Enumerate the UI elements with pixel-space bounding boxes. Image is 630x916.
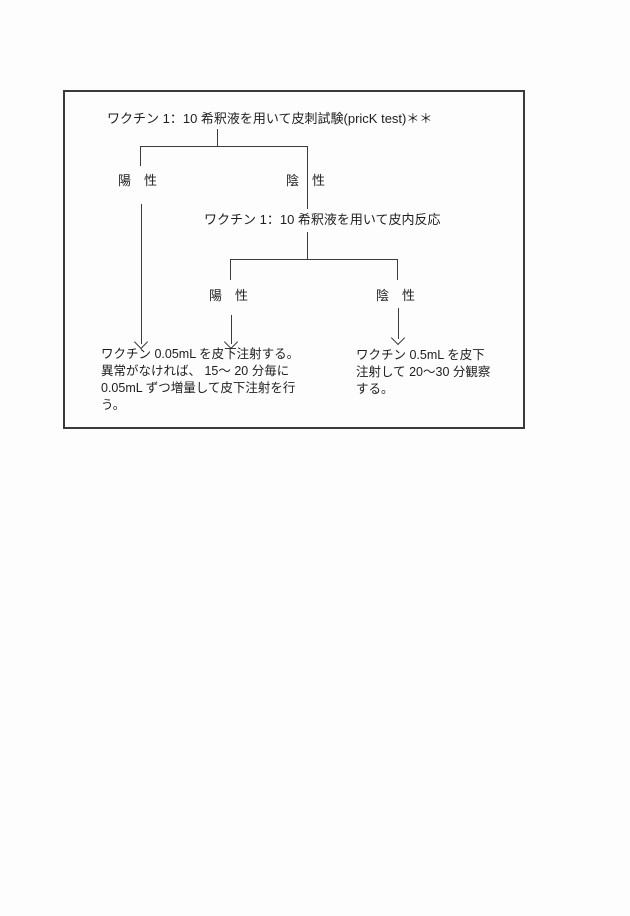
arrow-shaft-prick-positive [141, 204, 142, 344]
outcome-observe-text: ワクチン 0.5mL を皮下 注射して 20～30 分観察 する。 [356, 348, 491, 396]
connector-stem-intradermal [307, 232, 308, 259]
prick-test-node: ワクチン 1：10 希釈液を用いて皮刺試験(pricK test)＊＊ [107, 111, 433, 126]
outcome-increment-text: ワクチン 0.05mL を皮下注射する。 異常がなければ、 15～ 20 分毎に… [101, 347, 300, 412]
prick-positive-label: 陽 性 [118, 173, 158, 188]
connector-drop-level2-negative [397, 259, 398, 280]
prick-negative-label: 陰 性 [286, 173, 326, 188]
connector-bar-level2 [230, 259, 398, 260]
intradermal-negative-label: 陰 性 [376, 288, 416, 303]
intradermal-positive-label: 陽 性 [209, 288, 249, 303]
connector-stem-prick [217, 129, 218, 146]
connector-drop-level1-negative [307, 146, 308, 209]
arrow-shaft-intradermal-negative [398, 308, 399, 339]
arrow-shaft-intradermal-positive [231, 315, 232, 344]
connector-drop-level1-positive [140, 146, 141, 166]
intradermal-test-node: ワクチン 1：10 希釈液を用いて皮内反応 [204, 212, 441, 227]
connector-bar-level1 [140, 146, 308, 147]
connector-drop-level2-positive [230, 259, 231, 280]
